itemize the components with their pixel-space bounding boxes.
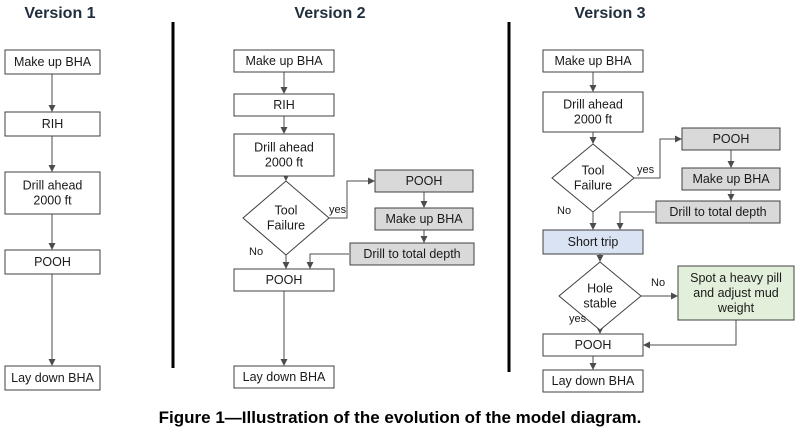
process-box — [374, 169, 474, 193]
process-box — [655, 200, 781, 224]
process-box — [4, 365, 101, 391]
process-box — [542, 333, 644, 357]
v3-label-hole-no: No — [651, 277, 665, 289]
node-v1-make: Make up BHA — [4, 49, 101, 75]
process-box — [233, 268, 335, 292]
node-v2-lay: Lay down BHA — [233, 365, 335, 389]
node-v2-make: Make up BHA — [233, 49, 335, 73]
node-label: RIH — [273, 98, 295, 112]
process-box — [4, 171, 101, 215]
process-box — [374, 207, 474, 231]
version-2-title: Version 2 — [294, 5, 365, 22]
node-v2-make-r: Make up BHA — [374, 207, 474, 231]
node-v1-pooh: POOH — [4, 249, 101, 275]
process-box — [542, 229, 644, 255]
node-v1-lay: Lay down BHA — [4, 365, 101, 391]
node-v3-lay: Lay down BHA — [542, 369, 644, 393]
process-box — [681, 127, 781, 151]
node-v1-rih: RIH — [4, 111, 101, 137]
node-label: Drill to total depth — [363, 247, 460, 261]
process-box — [233, 93, 335, 117]
decision-diamond — [242, 180, 330, 256]
process-box — [542, 49, 644, 73]
node-label: Make up BHA — [385, 212, 463, 226]
process-box — [542, 369, 644, 393]
v3-label-tool-yes: yes — [637, 164, 655, 176]
v2-edge-total-pooh — [306, 253, 349, 269]
process-box — [349, 242, 475, 266]
figure-caption: Figure 1—Illustration of the evolution o… — [158, 408, 642, 427]
version-1-title: Version 1 — [24, 5, 95, 22]
node-label: Make up BHA — [245, 54, 323, 68]
node-v2-pooh-r: POOH — [374, 169, 474, 193]
node-v2-total: Drill to total depth — [349, 242, 475, 266]
decision-diamond — [558, 261, 642, 331]
node-v3-short: Short trip — [542, 229, 644, 255]
node-label: POOH — [575, 338, 612, 352]
node-label: Short trip — [568, 235, 619, 249]
node-v2-rih: RIH — [233, 93, 335, 117]
node-v3-make-r: Make up BHA — [681, 167, 781, 191]
v3-edge-tool-yes — [634, 135, 682, 179]
process-box — [233, 49, 335, 73]
node-label: Make up BHA — [554, 54, 632, 68]
process-box — [4, 249, 101, 275]
v3-edge-total-short — [616, 211, 655, 230]
process-box — [233, 133, 335, 177]
process-box — [4, 49, 101, 75]
v3-label-hole-yes: yes — [569, 313, 587, 325]
node-v2-pooh: POOH — [233, 268, 335, 292]
process-box — [233, 365, 335, 389]
node-label: Drill to total depth — [669, 205, 766, 219]
v3-label-tool-no: No — [557, 205, 571, 217]
node-label: POOH — [713, 132, 750, 146]
process-box — [681, 167, 781, 191]
version-3-title: Version 3 — [574, 5, 645, 22]
node-label: Lay down BHA — [11, 371, 94, 385]
node-v3-pooh: POOH — [542, 333, 644, 357]
v2-label-yes: yes — [329, 204, 347, 216]
node-label: Lay down BHA — [243, 370, 326, 384]
node-v3-pooh-r: POOH — [681, 127, 781, 151]
node-v3-total: Drill to total depth — [655, 200, 781, 224]
node-label: Make up BHA — [14, 55, 92, 69]
node-label: Lay down BHA — [552, 374, 635, 388]
process-box — [542, 91, 644, 133]
v3-edge-spot-pooh — [643, 320, 737, 349]
decision-diamond — [551, 143, 635, 213]
node-label: POOH — [34, 255, 71, 269]
node-label: RIH — [42, 117, 64, 131]
node-v3-make: Make up BHA — [542, 49, 644, 73]
node-label: POOH — [266, 273, 303, 287]
process-box — [4, 111, 101, 137]
node-label: POOH — [406, 174, 443, 188]
node-label: Make up BHA — [692, 172, 770, 186]
process-box — [677, 265, 795, 321]
v2-edge-tool-yes — [329, 177, 375, 219]
flow-edges — [48, 72, 737, 370]
v2-label-no: No — [249, 246, 263, 258]
